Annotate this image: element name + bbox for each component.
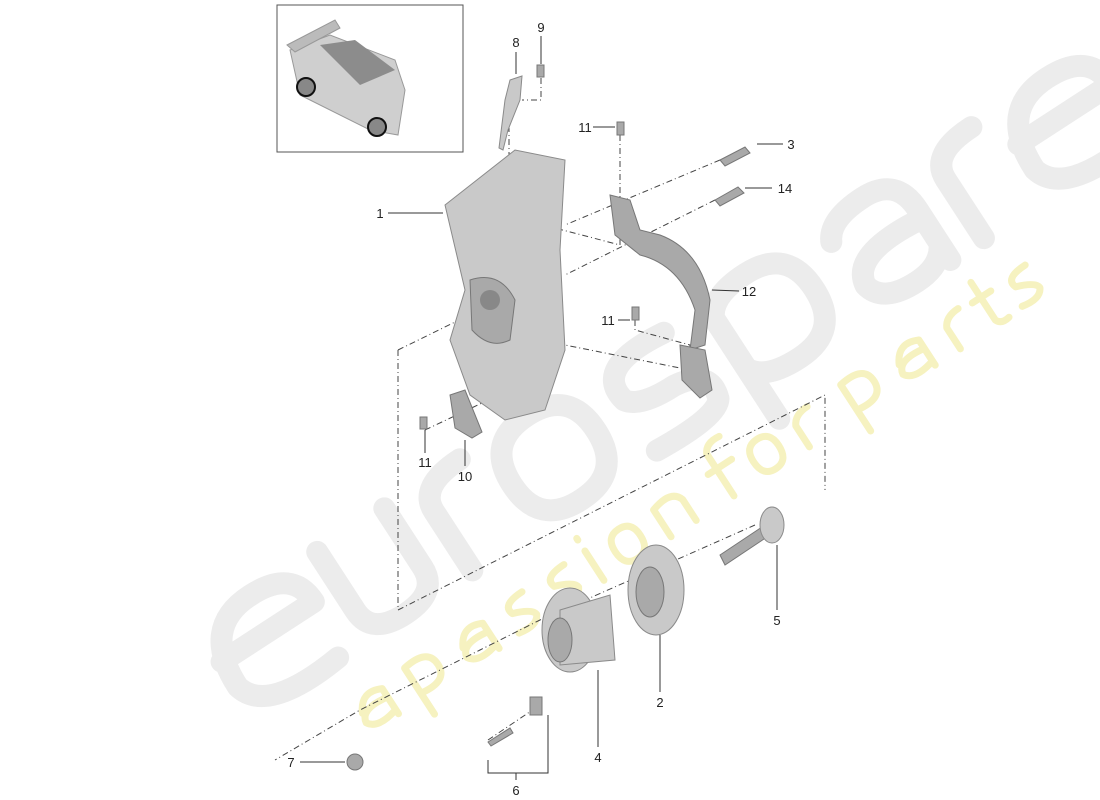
callout-9[interactable]: 9 (537, 20, 544, 35)
car-thumbnail[interactable] (276, 4, 464, 153)
callout-10[interactable]: 10 (458, 469, 472, 484)
part-wheel-hub[interactable] (541, 587, 616, 673)
callout-11[interactable]: 11 (578, 120, 592, 135)
part-bolt-14[interactable] (714, 186, 745, 207)
callout-4[interactable]: 4 (594, 750, 601, 765)
part-abs-sensor[interactable] (498, 75, 523, 151)
part-bracket-10[interactable] (449, 389, 483, 439)
callout-11[interactable]: 11 (418, 455, 432, 470)
part-wheel-bolt[interactable] (719, 506, 785, 566)
part-bolt-3[interactable] (719, 146, 751, 167)
part-stud[interactable] (487, 696, 543, 747)
callout-8[interactable]: 8 (512, 35, 519, 50)
part-nut-7[interactable] (346, 753, 364, 771)
callout-6[interactable]: 6 (512, 783, 519, 798)
callout-11[interactable]: 11 (601, 313, 615, 328)
callout-1[interactable]: 1 (376, 206, 383, 221)
part-wheel-carrier[interactable] (444, 149, 566, 421)
callout-14[interactable]: 14 (778, 181, 792, 196)
callout-labels: 8 9 11 3 14 1 12 11 11 10 5 2 4 7 6 (287, 20, 794, 798)
watermark-logo (210, 54, 1100, 728)
part-screw-11a[interactable] (616, 121, 625, 136)
part-bolt-9[interactable] (536, 64, 545, 78)
part-wheel-bearing[interactable] (627, 544, 685, 636)
part-brake-shield[interactable] (609, 194, 713, 399)
callout-leaders (300, 36, 783, 780)
callout-5[interactable]: 5 (773, 613, 780, 628)
callout-12[interactable]: 12 (742, 284, 756, 299)
part-screw-11b[interactable] (631, 306, 640, 321)
callout-3[interactable]: 3 (787, 137, 794, 152)
callout-2[interactable]: 2 (656, 695, 663, 710)
callout-7[interactable]: 7 (287, 755, 294, 770)
part-screw-11c[interactable] (419, 416, 428, 430)
